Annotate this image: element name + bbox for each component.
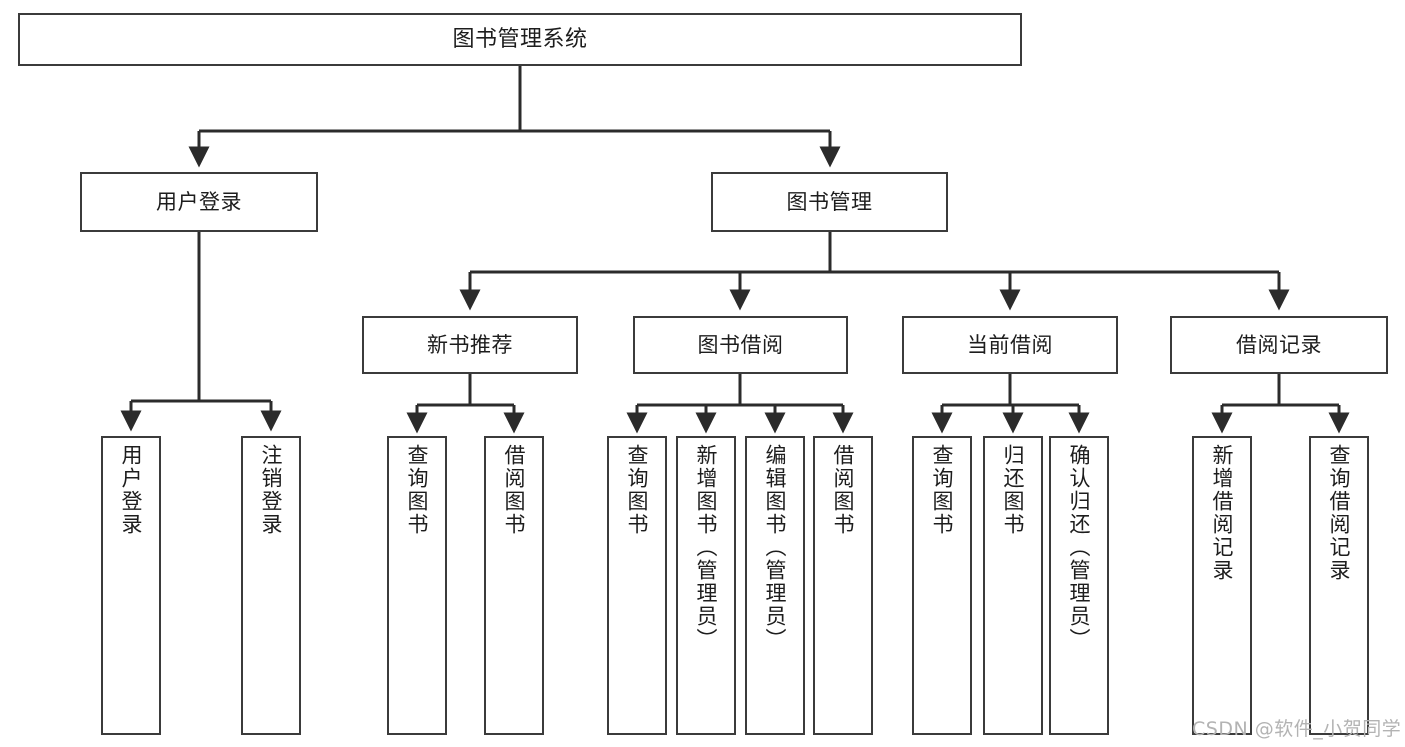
node-label: 图书借阅 <box>697 332 784 357</box>
watermark: CSDN @软件_小贺同学 <box>1192 718 1402 740</box>
node-label: 图书管理 <box>786 189 873 214</box>
node-new-book-recommend[interactable]: 新书推荐 <box>362 316 578 374</box>
leaf-edit-book-admin[interactable]: 编辑图书（管理员） <box>745 436 805 735</box>
leaf-borrow-books-recommend[interactable]: 借阅图书 <box>484 436 544 735</box>
node-label: 编辑图书（管理员） <box>763 444 788 651</box>
node-borrow-records[interactable]: 借阅记录 <box>1170 316 1388 374</box>
node-root-library-system[interactable]: 图书管理系统 <box>18 13 1022 66</box>
leaf-add-book-admin[interactable]: 新增图书（管理员） <box>676 436 736 735</box>
node-label: 新增图书（管理员） <box>694 444 719 651</box>
leaf-query-borrow-record[interactable]: 查询借阅记录 <box>1309 436 1369 735</box>
node-label: 新书推荐 <box>427 332 513 357</box>
node-user-login[interactable]: 用户登录 <box>80 172 318 232</box>
node-book-management[interactable]: 图书管理 <box>711 172 948 232</box>
node-label: 图书管理系统 <box>452 26 588 52</box>
node-label: 借阅图书 <box>502 444 527 536</box>
node-current-borrow[interactable]: 当前借阅 <box>902 316 1118 374</box>
node-label: 注销登录 <box>259 444 284 536</box>
node-label: 借阅记录 <box>1236 332 1322 357</box>
node-label: 用户登录 <box>119 444 144 536</box>
node-label: 新增借阅记录 <box>1210 444 1235 582</box>
node-label: 查询图书 <box>405 444 430 536</box>
leaf-query-books-recommend[interactable]: 查询图书 <box>387 436 447 735</box>
node-book-borrow[interactable]: 图书借阅 <box>633 316 848 374</box>
node-label: 查询图书 <box>930 444 955 536</box>
leaf-confirm-return-admin[interactable]: 确认归还（管理员） <box>1049 436 1109 735</box>
leaf-add-borrow-record[interactable]: 新增借阅记录 <box>1192 436 1252 735</box>
node-label: 当前借阅 <box>967 332 1053 357</box>
leaf-query-books-current[interactable]: 查询图书 <box>912 436 972 735</box>
node-label: 用户登录 <box>156 189 242 214</box>
leaf-return-books[interactable]: 归还图书 <box>983 436 1043 735</box>
node-label: 借阅图书 <box>831 444 856 536</box>
leaf-user-login[interactable]: 用户登录 <box>101 436 161 735</box>
node-label: 查询图书 <box>625 444 650 536</box>
leaf-borrow-books[interactable]: 借阅图书 <box>813 436 873 735</box>
node-label: 确认归还（管理员） <box>1067 444 1092 651</box>
leaf-logout[interactable]: 注销登录 <box>241 436 301 735</box>
leaf-query-books-borrow[interactable]: 查询图书 <box>607 436 667 735</box>
node-label: 查询借阅记录 <box>1327 444 1352 582</box>
node-label: 归还图书 <box>1001 444 1026 536</box>
